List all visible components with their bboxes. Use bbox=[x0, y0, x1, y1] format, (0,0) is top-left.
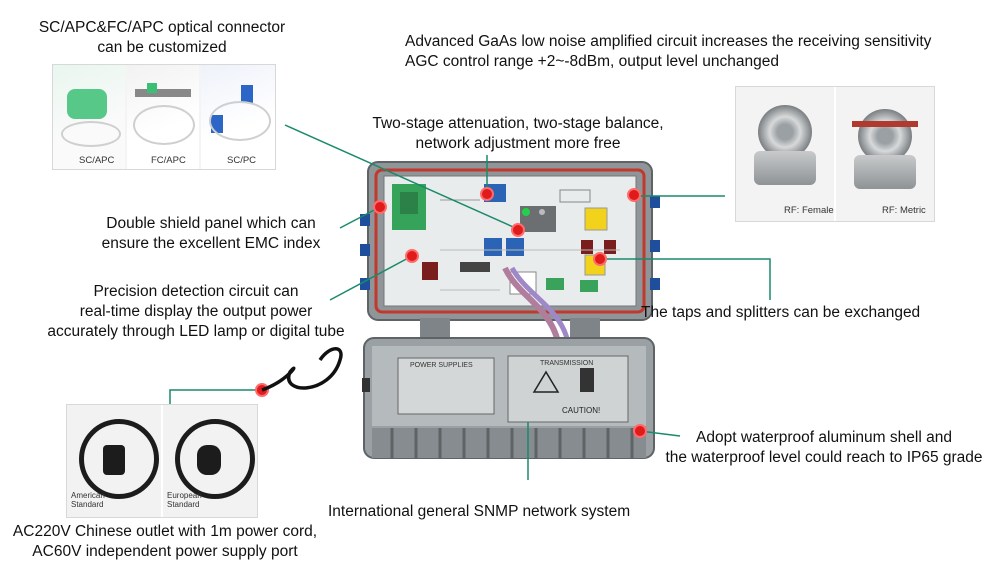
european-plug-photo bbox=[163, 405, 257, 517]
fc-apc-label: FC/APC bbox=[151, 155, 186, 166]
hinge-right bbox=[570, 318, 600, 340]
rf-female-label: RF: Female bbox=[784, 205, 834, 216]
caption-shell: Adopt waterproof aluminum shell and the … bbox=[665, 429, 983, 466]
rf-metric-photo bbox=[836, 87, 934, 221]
caption-snmp: International general SNMP network syste… bbox=[328, 503, 631, 520]
red-seal-ring bbox=[374, 168, 646, 314]
sc-pc-label: SC/PC bbox=[227, 155, 257, 166]
callout-dot-shell bbox=[633, 424, 647, 438]
fc-apc-photo bbox=[127, 65, 199, 169]
caption-detection: Precision detection circuit can real-tim… bbox=[47, 283, 345, 340]
transmission-plate bbox=[507, 355, 629, 423]
f-connector-left-3 bbox=[360, 278, 370, 290]
sc-apc-label: SC/APC bbox=[79, 155, 115, 166]
rf-connector-photos: RF: Female RF: Metric bbox=[735, 86, 935, 222]
callout-dot-optical bbox=[511, 223, 525, 237]
caption-gaas: Advanced GaAs low noise amplified circui… bbox=[405, 33, 932, 70]
leader-lines bbox=[169, 124, 771, 480]
f-connector-right-1 bbox=[650, 196, 660, 208]
blue-attenuator-2 bbox=[484, 238, 502, 256]
callout-dot-attenuation bbox=[480, 187, 494, 201]
caption-taps: The taps and splitters can be exchanged bbox=[641, 304, 921, 321]
optical-connector-photos: SC/APC FC/APC SC/PC bbox=[52, 64, 276, 170]
transmission-label: TRANSMISSION bbox=[540, 360, 594, 367]
callout-dot-rf bbox=[627, 188, 641, 202]
hinge-left bbox=[420, 318, 450, 340]
callout-dot-detection bbox=[405, 249, 419, 263]
sc-pc-photo bbox=[201, 65, 275, 169]
power-cord bbox=[261, 347, 343, 392]
caption-power: AC220V Chinese outlet with 1m power cord… bbox=[12, 523, 318, 560]
sc-apc-photo bbox=[53, 65, 125, 169]
power-supplies-label: POWER SUPPLIES bbox=[410, 362, 473, 369]
callout-dot-taps bbox=[593, 252, 607, 266]
caption-attenuation: Two-stage attenuation, two-stage balance… bbox=[372, 115, 664, 152]
caution-triangle-icon bbox=[532, 370, 560, 393]
rf-female-photo bbox=[736, 87, 834, 221]
caption-optical-connector: SC/APC&FC/APC optical connector can be c… bbox=[38, 19, 286, 56]
caution-label: CAUTION! bbox=[562, 406, 601, 415]
f-connector-left-1 bbox=[360, 214, 370, 226]
power-port bbox=[362, 378, 370, 392]
american-plug-photo bbox=[67, 405, 161, 517]
callout-dots bbox=[255, 187, 647, 438]
blue-attenuator-3 bbox=[506, 238, 524, 256]
caption-shield: Double shield panel which can ensure the… bbox=[101, 215, 321, 252]
yellow-tap-1 bbox=[584, 207, 608, 231]
f-connector-left-2 bbox=[360, 244, 370, 256]
power-supply-plate bbox=[397, 357, 495, 415]
f-connector-right-2 bbox=[650, 240, 660, 252]
callout-dot-shield bbox=[373, 200, 387, 214]
f-connector-right-3 bbox=[650, 278, 660, 290]
cooling-fins bbox=[372, 428, 646, 458]
rf-metric-label: RF: Metric bbox=[882, 205, 926, 216]
